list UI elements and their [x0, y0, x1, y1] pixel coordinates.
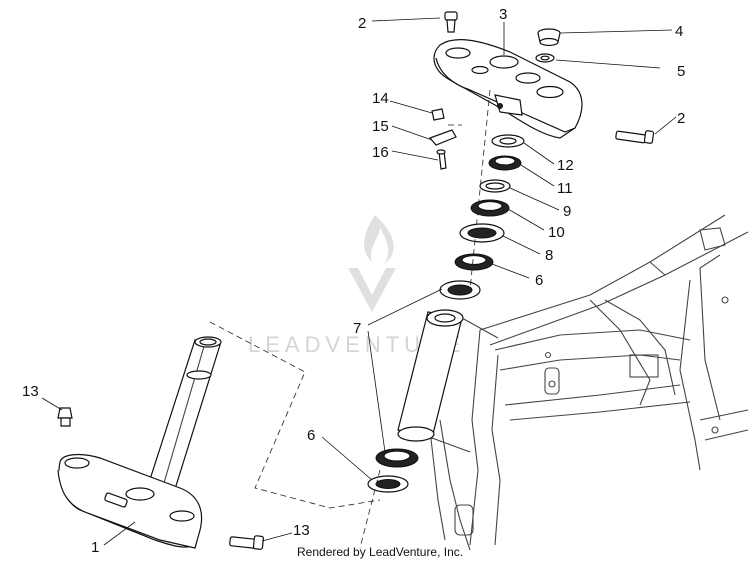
part-13-screw-bottom — [229, 535, 265, 550]
callout-7: 7 — [353, 320, 361, 337]
callout-8: 8 — [545, 247, 553, 264]
part-1-lower-triple-clamp — [57, 336, 222, 549]
part-4-cap — [537, 28, 561, 47]
part-2-screw-right — [615, 130, 655, 144]
alignment-lines — [209, 89, 491, 549]
part-15-bracket — [428, 129, 457, 146]
callout-10: 10 — [548, 224, 565, 241]
callout-6-lower: 6 — [307, 427, 315, 444]
main-frame — [429, 214, 749, 551]
callout-3: 3 — [499, 6, 507, 23]
watermark-flame-icon — [364, 215, 394, 264]
part-13-screw-left — [57, 407, 73, 427]
callout-6-upper: 6 — [535, 272, 543, 289]
callout-16: 16 — [372, 144, 389, 161]
callout-labels: 2 3 4 5 2 14 15 16 12 11 9 10 8 6 7 6 13… — [22, 6, 685, 556]
callout-4: 4 — [675, 23, 683, 40]
callout-2-right: 2 — [677, 110, 685, 127]
callout-9: 9 — [563, 203, 571, 220]
part-14-clip — [431, 108, 445, 121]
callout-12: 12 — [557, 157, 574, 174]
part-2-screw-top — [444, 11, 458, 33]
part-3-upper-triple-clamp — [433, 39, 583, 139]
callout-1: 1 — [91, 539, 99, 556]
render-credit: Rendered by LeadVenture, Inc. — [297, 545, 463, 559]
callout-14: 14 — [372, 90, 389, 107]
callout-11: 11 — [557, 180, 573, 197]
callout-2-top: 2 — [358, 15, 366, 32]
leader-lines — [41, 17, 677, 546]
bearing-stack — [367, 134, 525, 493]
steering-head-tube — [397, 309, 499, 453]
callout-13-left: 13 — [22, 383, 39, 400]
part-5-washer — [535, 53, 555, 63]
callout-15: 15 — [372, 118, 389, 135]
watermark-v-icon — [348, 268, 396, 312]
callout-13-bottom: 13 — [293, 522, 310, 539]
part-16-bolt — [436, 149, 447, 170]
callout-5: 5 — [677, 63, 685, 80]
